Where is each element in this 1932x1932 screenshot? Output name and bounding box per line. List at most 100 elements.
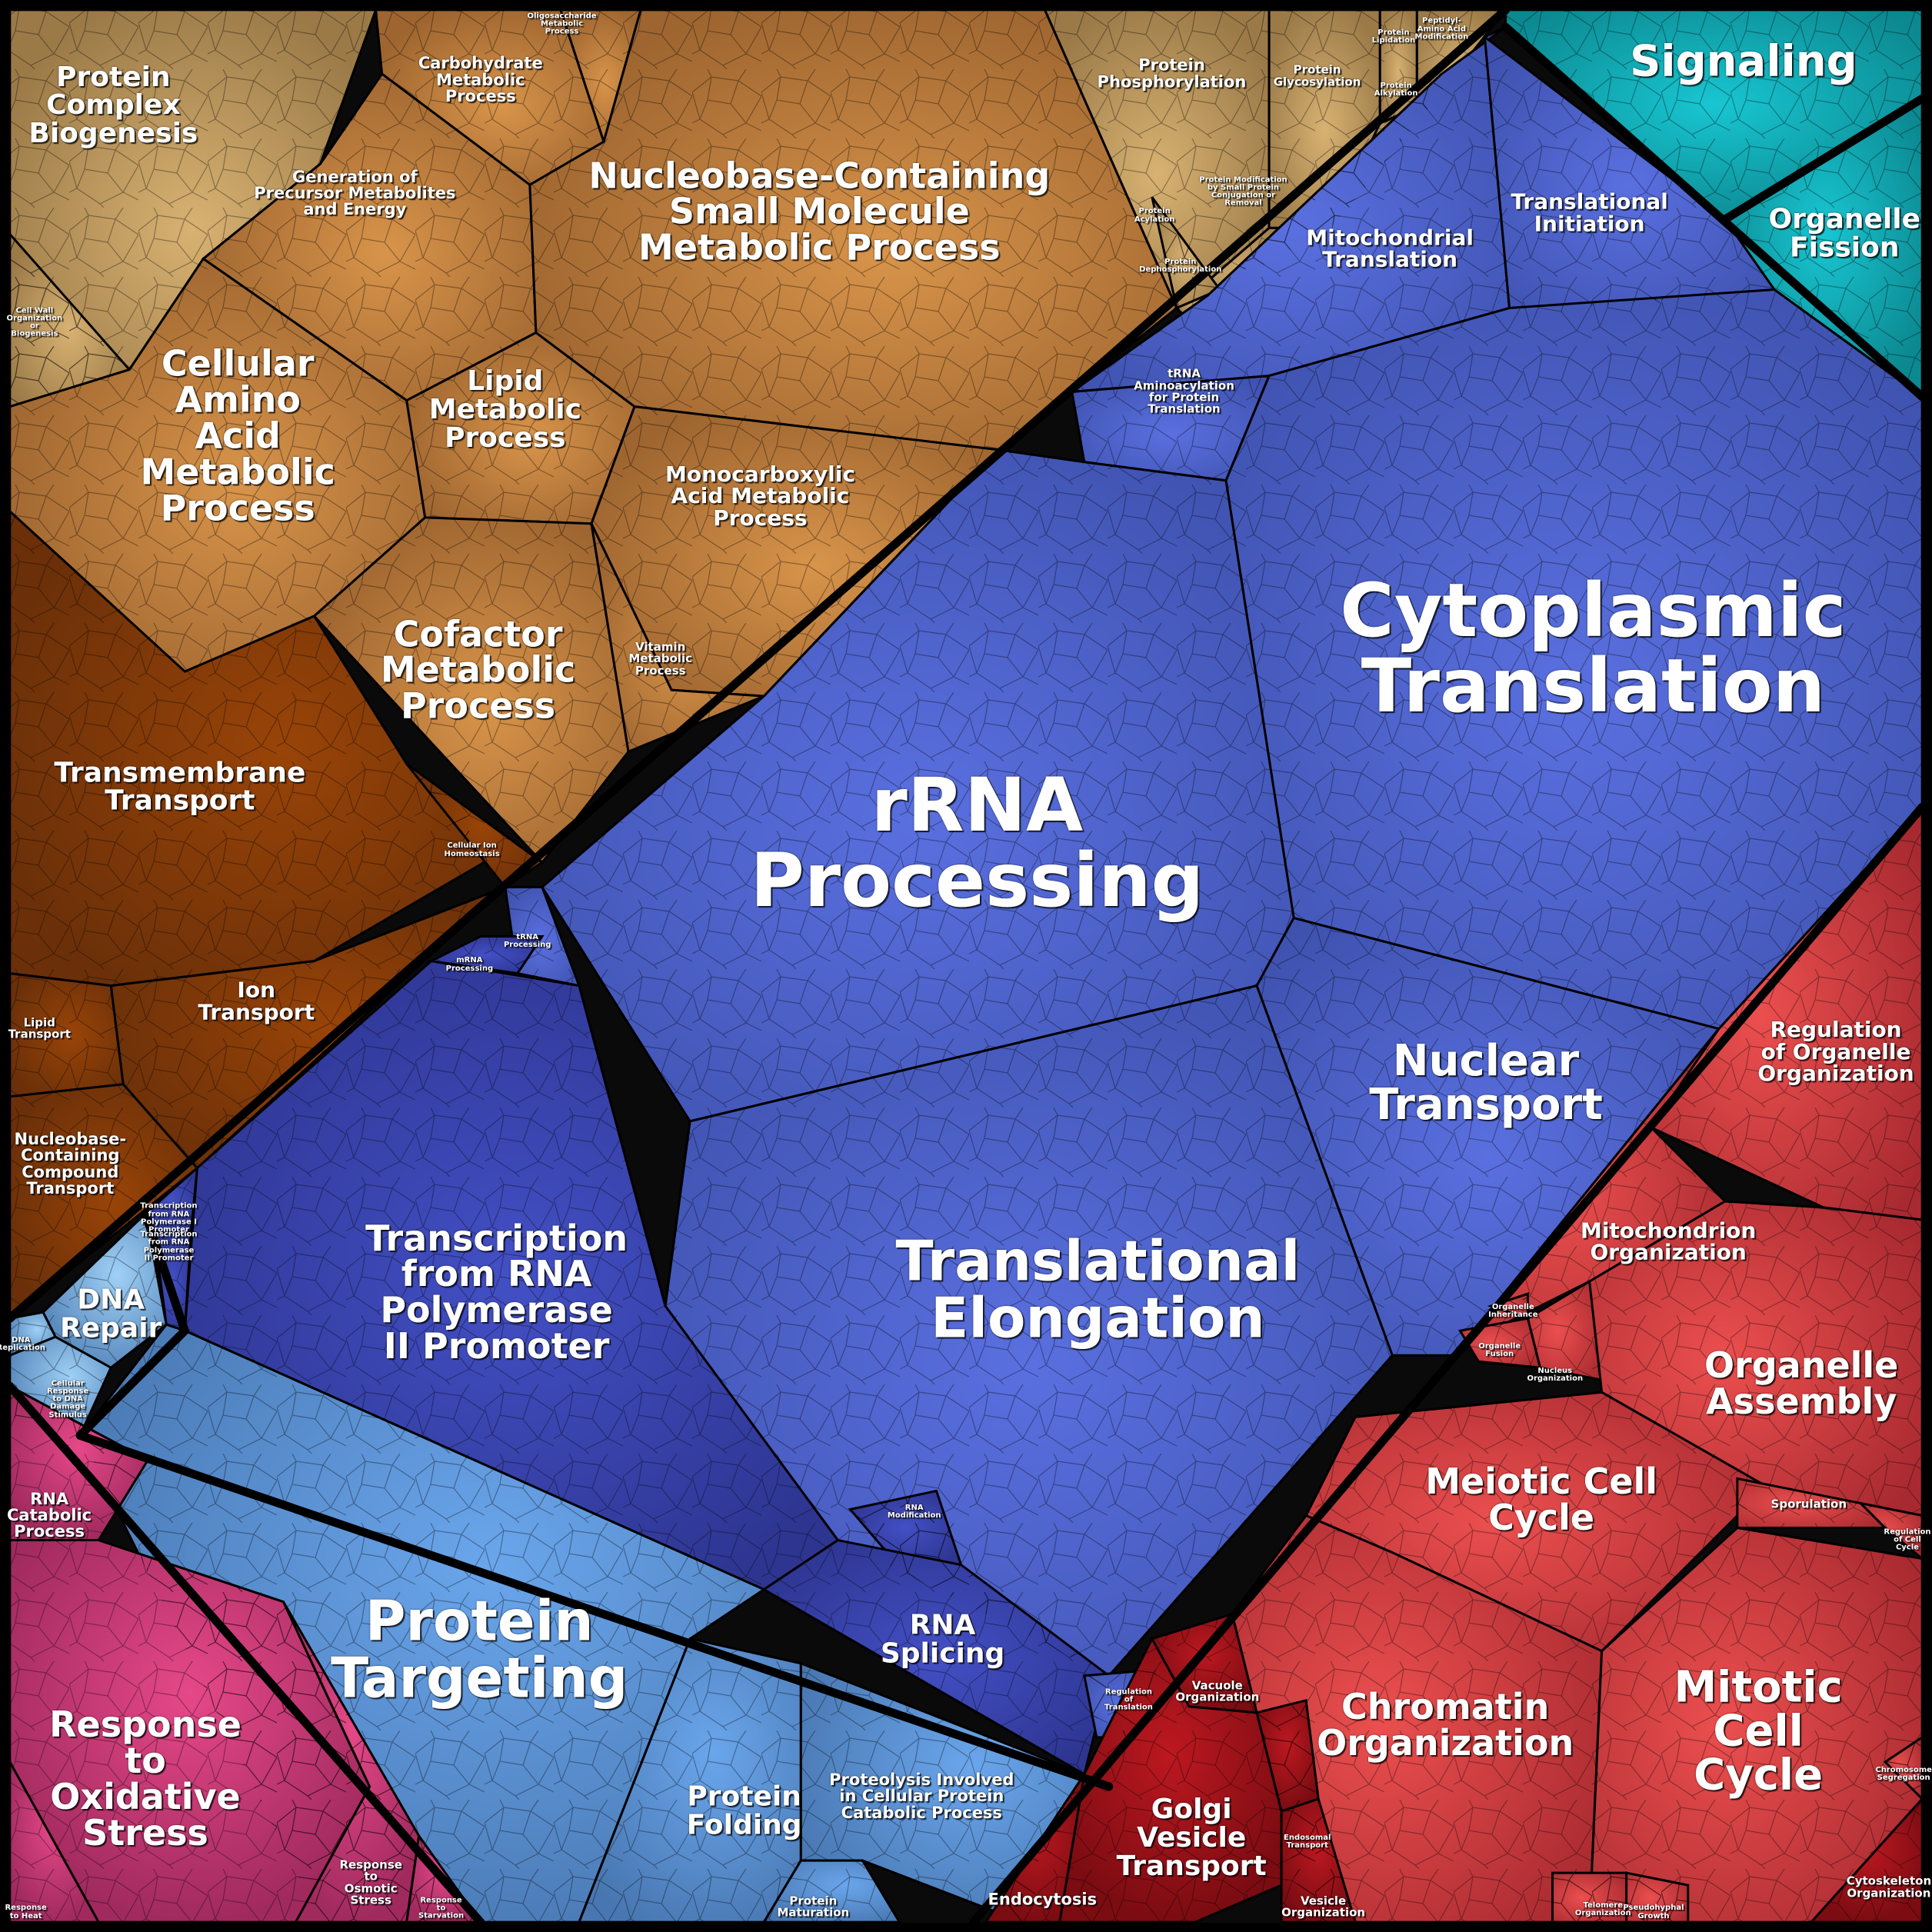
- label-protein-phosphorylation: Protein Phosphorylation: [1097, 55, 1247, 92]
- label-dna-repair: DNA Repair: [60, 1284, 162, 1344]
- label-vesicle-organization: Vesicle Organization: [1281, 1894, 1366, 1920]
- label-pseudohyphal-growth: Pseudohyphal Growth: [1623, 1904, 1684, 1920]
- cell-texture: [9, 1084, 198, 1319]
- cell-texture: [1552, 1873, 1627, 1923]
- label-translational-initiation: Translational Initiation: [1511, 188, 1668, 237]
- label-dna-replication: DNA Replication: [0, 1335, 45, 1352]
- cell-texture: [665, 985, 1393, 1676]
- label-protein-alkylation: Protein Alkylation: [1374, 81, 1418, 98]
- cell-texture: [801, 1663, 1084, 1923]
- cell-texture: [1151, 1614, 1257, 1713]
- cell-texture: [1724, 98, 1923, 397]
- label-ion-transport: Ion Transport: [198, 977, 315, 1025]
- label-nuclear-transport: Nuclear Transport: [1369, 1036, 1603, 1131]
- cell-texture: [1059, 1638, 1282, 1923]
- label-translational-elongation: Translational Elongation: [895, 1228, 1301, 1351]
- cell-texture: [850, 1491, 961, 1565]
- cell-texture: [375, 9, 604, 185]
- label-proteolysis: Proteolysis Involved in Cellular Protein…: [829, 1770, 1014, 1822]
- group-border: [969, 802, 1927, 1927]
- cell-texture: [406, 332, 635, 524]
- label-lipid-transport: Lipid Transport: [8, 1015, 71, 1041]
- label-response-starvation: Response to Starvation: [418, 1896, 465, 1920]
- label-endosomal-transport: Endosomal Transport: [1284, 1833, 1331, 1850]
- label-trna-aminoacylation: tRNA Aminoacylation for Protein Translat…: [1134, 366, 1234, 416]
- label-response-heat: Response to Heat: [5, 1904, 47, 1920]
- label-protein-maturation: Protein Maturation: [777, 1894, 850, 1920]
- cell-texture: [529, 9, 1177, 450]
- label-oligosaccharide-metabolic: Oligosaccharide Metabolic Process: [527, 12, 597, 37]
- cell-texture: [578, 1638, 801, 1923]
- label-rna-modification: RNA Modification: [887, 1503, 941, 1520]
- label-cellular-ion-homeostasis: Cellular Ion Homeostasis: [444, 841, 500, 858]
- label-generation-precursor: Generation of Precursor Metabolites and …: [254, 167, 456, 219]
- cell-texture: [591, 406, 998, 697]
- label-chromosome-segregation: Chromosome Segregation: [1875, 1765, 1932, 1782]
- label-mitochondrion-organization: Mitochondrion Organization: [1580, 1217, 1757, 1265]
- cell-texture: [9, 1312, 56, 1356]
- label-chromatin-organization: Chromatin Organization: [1317, 1685, 1574, 1764]
- cell-texture: [203, 74, 536, 401]
- cell-texture: [1811, 1798, 1923, 1923]
- label-vacuole-organization: Vacuole Organization: [1175, 1678, 1260, 1704]
- group-border: [1720, 94, 1927, 224]
- cell-texture: [1281, 1798, 1356, 1923]
- cell-texture: [9, 258, 425, 672]
- cell-texture: [1257, 918, 1719, 1356]
- label-trna-processing: tRNA Processing: [503, 932, 551, 949]
- label-cell-wall-organization: Cell Wall Organization or Biogenesis: [6, 306, 63, 338]
- label-mitochondrial-translation: Mitochondrial Translation: [1306, 225, 1474, 272]
- label-transmembrane-transport: Transmembrane Transport: [54, 756, 306, 817]
- label-transcription-pol-i: Transcription from RNA Polymerase I Prom…: [140, 1202, 198, 1234]
- label-regulation-cell-cycle: Regulation of Cell Cycle: [1884, 1527, 1931, 1552]
- label-protein-targeting: Protein Targeting: [331, 1588, 628, 1710]
- cell-texture: [406, 764, 542, 888]
- cell-texture: [1044, 9, 1270, 308]
- cell-texture: [43, 1214, 167, 1368]
- cell-texture: [9, 511, 505, 986]
- cell-texture: [431, 936, 542, 974]
- cell-texture: [1071, 375, 1270, 481]
- cell-texture: [764, 1540, 1109, 1774]
- label-protein-lipidation: Protein Lipidation: [1371, 28, 1416, 45]
- label-monocarboxylic-acid: Monocarboxylic Acid Metabolic Process: [665, 461, 855, 531]
- label-carbohydrate-metabolic: Carbohydrate Metabolic Process: [418, 54, 543, 105]
- group-border: [1501, 22, 1927, 401]
- label-endocytosis: Endocytosis: [988, 1890, 1098, 1909]
- label-cellular-amino-acid: Cellular Amino Acid Metabolic Process: [140, 342, 335, 529]
- cell-texture: [985, 1774, 1084, 1923]
- cell-texture: [1484, 37, 1774, 308]
- cell-texture: [314, 517, 629, 863]
- label-sporulation: Sporulation: [1770, 1497, 1847, 1511]
- cell-texture: [9, 234, 130, 407]
- cell-texture: [1491, 1294, 1528, 1319]
- label-vitamin-metabolic: Vitamin Metabolic Process: [628, 640, 692, 678]
- label-organelle-fission: Organelle Fission: [1768, 203, 1921, 264]
- label-protein-complex-biogenesis: Protein Complex Biogenesis: [28, 61, 198, 150]
- label-cellular-response-dna-damage: Cellular Response to DNA Damage Stimulus: [46, 1379, 89, 1420]
- label-nucleobase-small-molecule: Nucleobase-Containing Small Molecule Met…: [588, 155, 1051, 268]
- label-cytoskeleton-organization: Cytoskeleton Organization: [1846, 1874, 1932, 1900]
- label-signaling: Signaling: [1630, 36, 1857, 87]
- label-protein-acylation: Protein Acylation: [1134, 207, 1175, 224]
- label-rrna-processing: rRNA Processing: [750, 762, 1204, 924]
- label-regulation-organelle-organization: Regulation of Organelle Organization: [1757, 1017, 1914, 1087]
- label-organelle-inheritance: Organelle Inheritance: [1488, 1302, 1538, 1319]
- label-organelle-fusion: Organelle Fusion: [1478, 1341, 1521, 1358]
- cell-texture: [1527, 1281, 1602, 1381]
- label-transcription-pol-ii: Transcription from RNA Polymerase II Pro…: [365, 1217, 628, 1367]
- label-lipid-metabolic: Lipid Metabolic Process: [428, 365, 581, 454]
- cell-texture: [1505, 9, 1923, 220]
- cell-texture: [1860, 1503, 1923, 1559]
- cell-texture: [1589, 1527, 1923, 1923]
- label-transcription-pol-iii: Transcription from RNA Polymerase II Pro…: [140, 1230, 198, 1263]
- cell-texture: [541, 449, 1294, 1121]
- cell-texture: [1306, 1392, 1774, 1651]
- cell-texture: [1226, 289, 1923, 1029]
- label-meiotic-cell-cycle: Meiotic Cell Cycle: [1425, 1460, 1658, 1538]
- cell-texture: [145, 1168, 198, 1233]
- group-border: [5, 1381, 485, 1927]
- label-regulation-of-translation: Regulation of Translation: [1104, 1687, 1153, 1712]
- cell-texture: [1885, 1737, 1923, 1799]
